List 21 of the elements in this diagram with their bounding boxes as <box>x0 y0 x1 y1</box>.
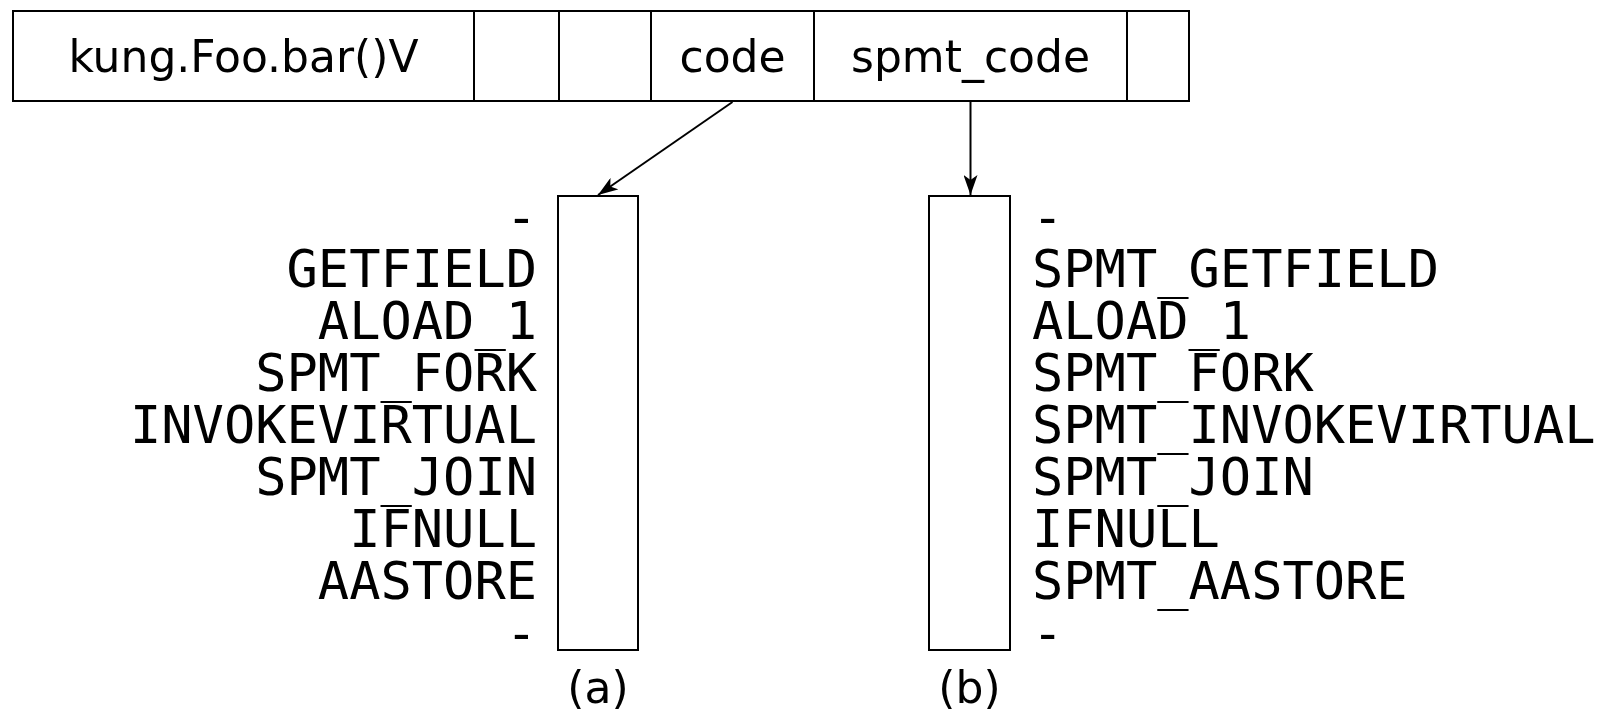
cell-label: spmt_code <box>850 30 1091 82</box>
record-cell <box>1126 10 1190 102</box>
array-box <box>557 195 639 651</box>
arrow <box>597 101 734 196</box>
cell-label: kung.Foo.bar()V <box>68 30 419 82</box>
opcode-label: AASTORE <box>316 555 537 607</box>
opcode-label: GETFIELD <box>285 243 537 295</box>
opcode-label: - <box>504 191 537 243</box>
panel-caption: (b) <box>937 662 1002 713</box>
opcode-label: - <box>1032 191 1065 243</box>
opcode-label: - <box>1032 607 1064 659</box>
record-cell <box>650 10 815 102</box>
arrow <box>963 101 978 196</box>
record-cell <box>813 10 1128 102</box>
opcode-label: - <box>504 607 537 659</box>
record-cell <box>473 10 560 102</box>
record-cell <box>12 10 475 102</box>
record-cell <box>558 10 652 102</box>
panel-caption: (a) <box>566 662 630 713</box>
array-box <box>928 195 1011 651</box>
cell-label: code <box>679 30 786 82</box>
